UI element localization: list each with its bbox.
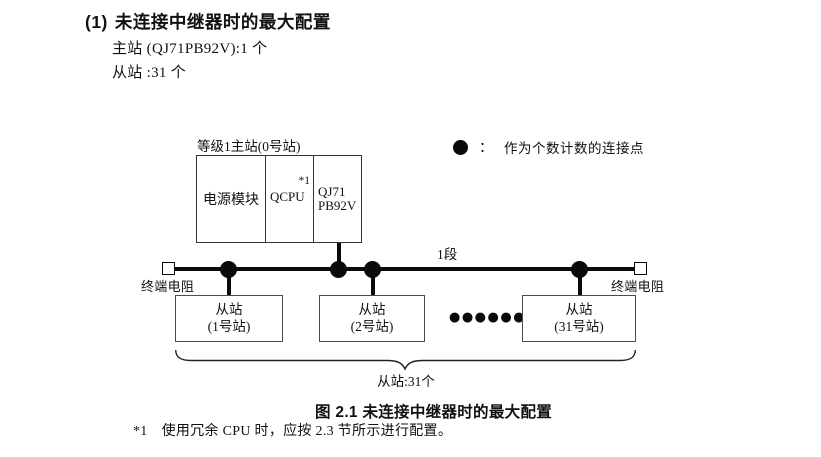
slave1-connector-line — [227, 270, 231, 296]
footnote-text: 使用冗余 CPU 时，应按 2.3 节所示进行配置。 — [161, 424, 453, 439]
pb92v-label-line1: QJ71 — [318, 184, 346, 199]
power-module-label: 电源模块 — [203, 193, 259, 208]
connection-point-icon — [571, 261, 588, 278]
legend-text: 作为个数计数的连接点 — [504, 141, 644, 156]
qcpu-cell: *1 QCPU — [266, 156, 314, 242]
heading-title: 未连接中继器时的最大配置 — [114, 12, 331, 32]
slave2-connector-line — [371, 270, 375, 296]
legend-colon: ： — [479, 141, 493, 156]
terminator-right-label: 终端电阻 — [611, 279, 665, 294]
slave-station-box-2: 从站 (2号站) — [319, 295, 425, 342]
bus-line — [169, 267, 641, 271]
pb92v-label-line2: PB92V — [318, 198, 357, 213]
master-connector-line — [337, 243, 341, 269]
master-count-line: 主站 (QJ71PB92V):1 个 — [112, 41, 268, 57]
power-module-cell: 电源模块 — [197, 156, 266, 242]
slave-station-box-1: 从站 (1号站) — [175, 295, 283, 342]
slave-count-line: 从站 :31 个 — [112, 65, 187, 81]
slave-name: 从站 — [565, 302, 593, 317]
qcpu-footnote-ref: *1 — [298, 175, 311, 187]
connection-point-icon — [330, 261, 347, 278]
terminator-left-icon — [162, 262, 175, 275]
footnote: *1 使用冗余 CPU 时，应按 2.3 节所示进行配置。 — [133, 420, 452, 440]
figure-caption: 图 2.1 未连接中继器时的最大配置 — [315, 404, 553, 421]
page-heading: (1) 未连接中继器时的最大配置 — [85, 9, 331, 34]
qcpu-label: QCPU — [270, 189, 305, 204]
master-station-label: 等级1主站(0号站) — [197, 139, 301, 154]
brace-label: 从站:31个 — [377, 374, 435, 389]
slave-name: 从站 — [215, 302, 243, 317]
connection-point-icon — [220, 261, 237, 278]
connection-point-icon — [364, 261, 381, 278]
slave-number: (31号站) — [554, 318, 604, 334]
pb92v-cell: QJ71 PB92V — [314, 156, 361, 242]
slave31-connector-line — [578, 270, 582, 296]
connection-point-icon — [453, 139, 468, 155]
slave-number: (1号站) — [207, 318, 251, 334]
slave-number: (2号站) — [350, 318, 394, 334]
terminator-left-label: 终端电阻 — [141, 279, 195, 294]
segment-label: 1段 — [437, 247, 458, 262]
legend: ： 作为个数计数的连接点 — [453, 137, 644, 157]
curly-brace — [175, 349, 636, 371]
heading-number: (1) — [85, 12, 108, 32]
footnote-marker: *1 — [133, 424, 148, 439]
master-station-box: 电源模块 *1 QCPU QJ71 PB92V — [196, 155, 362, 243]
slave-station-box-31: 从站 (31号站) — [522, 295, 636, 342]
ellipsis-dots: ●●●●●● — [449, 310, 527, 325]
terminator-right-icon — [634, 262, 647, 275]
slave-name: 从站 — [358, 302, 386, 317]
